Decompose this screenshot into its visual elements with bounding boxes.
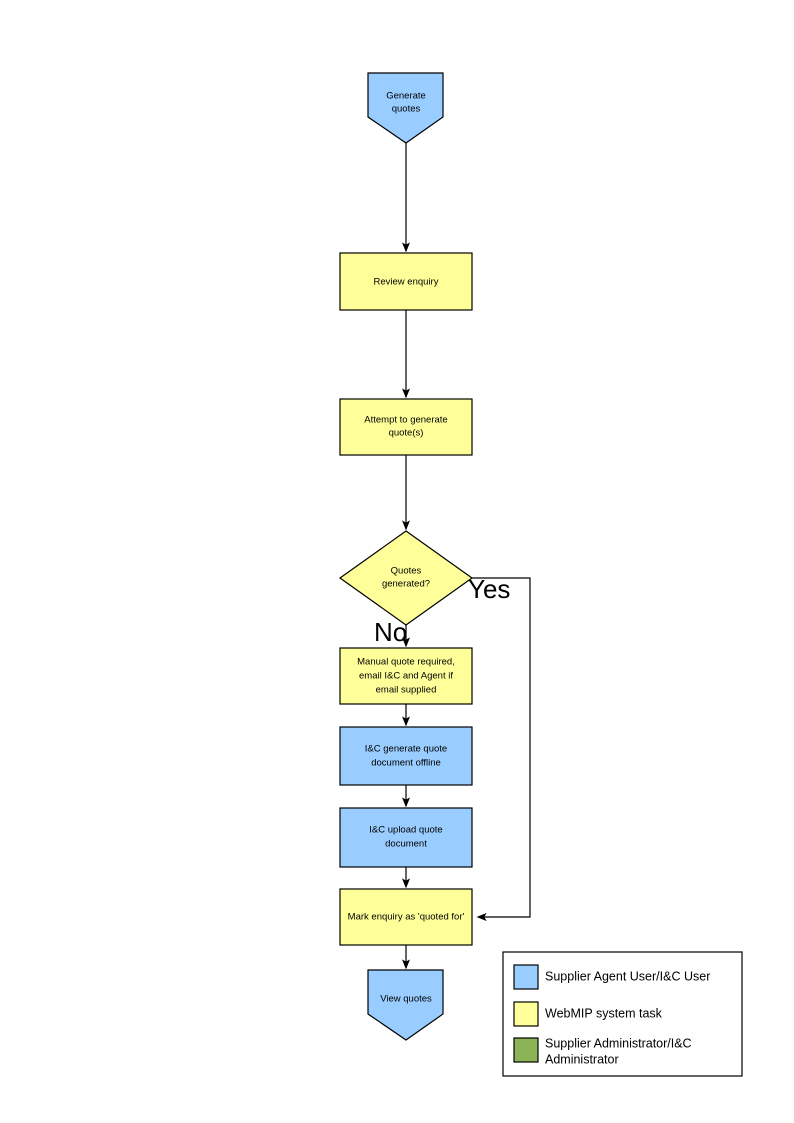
legend-label-admin-task-line2: Administrator	[545, 1052, 619, 1066]
edge-label-yes: Yes	[468, 574, 510, 604]
edge-label-no: No	[374, 617, 407, 647]
node-quotes-generated-decision[interactable]: Quotes generated?	[338, 530, 474, 626]
edges	[402, 143, 531, 970]
legend: Supplier Agent User/I&C User WebMIP syst…	[502, 951, 743, 1077]
attempt-generate-quotes-shape	[339, 398, 473, 456]
node-generate-quote-offline[interactable]: I&C generate quote document offline	[339, 726, 473, 786]
attempt-generate-quotes-label-line1: Attempt to generate	[364, 415, 447, 426]
legend-label-user-task: Supplier Agent User/I&C User	[545, 969, 710, 983]
node-view-quotes[interactable]: View quotes	[367, 969, 444, 1041]
mark-enquiry-quoted-for-label-line1: Mark enquiry as 'quoted for'	[348, 912, 465, 923]
quotes-generated-decision-shape	[338, 530, 474, 626]
quotes-generated-decision-label-line1: Quotes	[391, 566, 422, 577]
attempt-generate-quotes-label-line2: quote(s)	[389, 428, 424, 439]
generate-quotes-label-line1: Generate	[386, 91, 426, 102]
generate-quote-offline-label-line1: I&C generate quote	[365, 744, 447, 755]
generate-quote-offline-shape	[339, 726, 473, 786]
review-enquiry-shape	[339, 252, 473, 311]
legend-swatch-admin-task	[513, 1037, 539, 1063]
edge-decision-yes-to-mark	[472, 577, 531, 921]
mark-enquiry-quoted-for-shape	[339, 888, 473, 946]
legend-item-webmip-system-task: WebMIP system task	[513, 1001, 663, 1027]
generate-quotes-label-line2: quotes	[392, 104, 421, 115]
manual-quote-required-label-line1: Manual quote required,	[357, 657, 455, 668]
legend-item-supplier-administrator: Supplier Administrator/I&C Administrator	[513, 1036, 692, 1066]
legend-swatch-system-task	[513, 1001, 539, 1027]
node-attempt-generate-quotes[interactable]: Attempt to generate quote(s)	[339, 398, 473, 456]
manual-quote-required-label-line3: email supplied	[376, 685, 437, 696]
node-mark-enquiry-quoted-for[interactable]: Mark enquiry as 'quoted for'	[339, 888, 473, 946]
legend-swatch-user-task	[513, 964, 539, 990]
generate-quote-offline-label-line2: document offline	[371, 758, 441, 769]
legend-label-admin-task-line1: Supplier Administrator/I&C	[545, 1036, 692, 1050]
legend-label-system-task: WebMIP system task	[545, 1006, 663, 1020]
node-generate-quotes[interactable]: Generate quotes	[367, 72, 444, 144]
view-quotes-shape	[367, 969, 444, 1041]
manual-quote-required-label-line2: email I&C and Agent if	[359, 671, 453, 682]
node-upload-quote-document[interactable]: I&C upload quote document	[339, 807, 473, 868]
upload-quote-document-label-line2: document	[385, 839, 427, 850]
upload-quote-document-shape	[339, 807, 473, 868]
legend-frame	[502, 951, 743, 1077]
quotes-generated-decision-label-line2: generated?	[382, 579, 430, 590]
node-manual-quote-required[interactable]: Manual quote required, email I&C and Age…	[339, 647, 473, 705]
review-enquiry-label-line1: Review enquiry	[374, 277, 439, 288]
upload-quote-document-label-line1: I&C upload quote	[369, 825, 442, 836]
manual-quote-required-shape	[339, 647, 473, 705]
legend-item-supplier-agent-user: Supplier Agent User/I&C User	[513, 964, 710, 990]
generate-quotes-shape	[367, 72, 444, 144]
node-review-enquiry[interactable]: Review enquiry	[339, 252, 473, 311]
view-quotes-label-line1: View quotes	[380, 994, 432, 1005]
